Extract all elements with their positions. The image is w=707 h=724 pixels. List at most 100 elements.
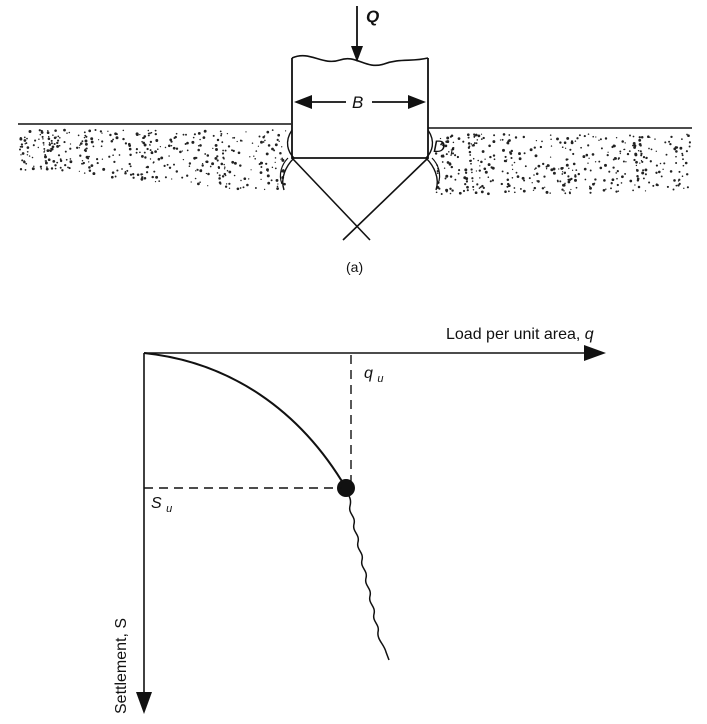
soil-grain xyxy=(222,149,224,152)
soil-grain xyxy=(587,144,590,147)
soil-grain xyxy=(677,180,680,182)
soil-grain xyxy=(139,133,141,136)
soil-grain xyxy=(170,144,173,147)
soil-grain xyxy=(673,147,677,151)
soil-grain xyxy=(85,155,89,159)
soil-grain xyxy=(566,136,570,140)
soil-grain xyxy=(227,145,231,148)
soil-grain xyxy=(65,158,68,161)
soil-grain xyxy=(88,166,91,169)
soil-grain xyxy=(265,162,268,165)
soil-grain xyxy=(257,145,260,147)
soil-grain xyxy=(155,139,159,142)
soil-grain xyxy=(122,129,125,132)
soil-grain xyxy=(474,133,478,137)
soil-grain xyxy=(223,163,225,166)
soil-grain xyxy=(151,175,154,179)
soil-grain xyxy=(683,187,685,190)
soil-grain xyxy=(263,188,266,191)
soil-grain xyxy=(513,161,516,164)
soil-grain xyxy=(54,164,57,167)
soil-grain xyxy=(164,176,167,179)
soil-grain xyxy=(164,146,167,149)
soil-grain xyxy=(552,171,556,175)
soil-grain xyxy=(166,163,169,166)
soil-grain xyxy=(163,164,166,167)
soil-grain xyxy=(142,136,145,140)
soil-grain xyxy=(487,163,491,167)
soil-grain xyxy=(522,189,526,193)
soil-grain xyxy=(46,131,50,135)
soil-grain xyxy=(472,189,475,191)
soil-grain xyxy=(26,137,28,140)
soil-grain xyxy=(266,174,270,178)
soil-grain xyxy=(499,139,502,141)
soil-grain xyxy=(445,174,449,178)
soil-grain xyxy=(19,145,22,148)
soil-grain xyxy=(167,144,171,148)
soil-grain xyxy=(634,184,636,186)
soil-grain xyxy=(470,143,473,145)
soil-grain xyxy=(440,143,443,146)
soil-grain xyxy=(96,162,99,165)
soil-grain xyxy=(135,132,139,136)
soil-grain xyxy=(492,154,496,157)
soil-grain xyxy=(224,166,226,168)
soil-grain xyxy=(655,150,657,152)
soil-grain xyxy=(273,149,276,152)
soil-grain xyxy=(90,137,94,141)
soil-grain xyxy=(31,156,34,159)
soil-grain xyxy=(77,134,80,137)
soil-grain xyxy=(475,142,478,145)
soil-grain xyxy=(110,139,114,143)
soil-grain xyxy=(141,140,143,143)
soil-grain xyxy=(101,140,104,143)
soil-grain xyxy=(471,171,473,174)
soil-grain xyxy=(541,187,545,190)
soil-grain xyxy=(223,168,226,170)
soil-grain xyxy=(24,169,27,171)
soil-grain xyxy=(458,191,462,195)
soil-grain xyxy=(521,176,525,180)
depth-label-subscript: f xyxy=(450,145,455,159)
foundation-column xyxy=(291,58,429,159)
soil-grain xyxy=(85,135,88,138)
soil-grain xyxy=(260,178,262,181)
soil-grain xyxy=(681,138,683,140)
soil-grain xyxy=(621,175,624,179)
soil-grain xyxy=(641,171,645,175)
soil-grain xyxy=(510,156,513,160)
soil-grain xyxy=(109,133,112,137)
soil-grain xyxy=(206,154,210,157)
soil-grain xyxy=(69,160,73,164)
soil-grain xyxy=(24,143,26,145)
soil-grain xyxy=(69,143,72,145)
soil-grain xyxy=(510,149,514,153)
soil-grain xyxy=(468,145,471,148)
soil-grain xyxy=(233,136,236,139)
x-axis-label-text: Load per unit area, xyxy=(446,326,585,343)
soil-grain xyxy=(647,135,650,138)
soil-grain xyxy=(220,132,223,135)
soil-grain xyxy=(675,162,678,164)
soil-grain xyxy=(508,143,510,145)
soil-grain xyxy=(196,168,199,171)
depth-label: D f xyxy=(433,137,455,159)
soil-grain xyxy=(228,187,231,189)
soil-grain xyxy=(237,151,241,155)
soil-grain xyxy=(473,142,476,145)
soil-grain xyxy=(224,149,227,152)
soil-grain xyxy=(260,140,263,144)
soil-grain xyxy=(39,133,42,136)
soil-grain xyxy=(54,129,57,132)
soil-grain xyxy=(50,142,53,145)
soil-grain xyxy=(569,148,572,151)
soil-grain xyxy=(267,181,271,185)
soil-grain xyxy=(175,132,178,135)
soil-grain xyxy=(635,164,638,167)
soil-grain xyxy=(466,133,470,137)
ultimate-load-label: q u xyxy=(364,365,383,385)
soil-grain xyxy=(559,180,562,183)
soil-grain xyxy=(246,183,249,187)
soil-grain xyxy=(578,134,581,137)
